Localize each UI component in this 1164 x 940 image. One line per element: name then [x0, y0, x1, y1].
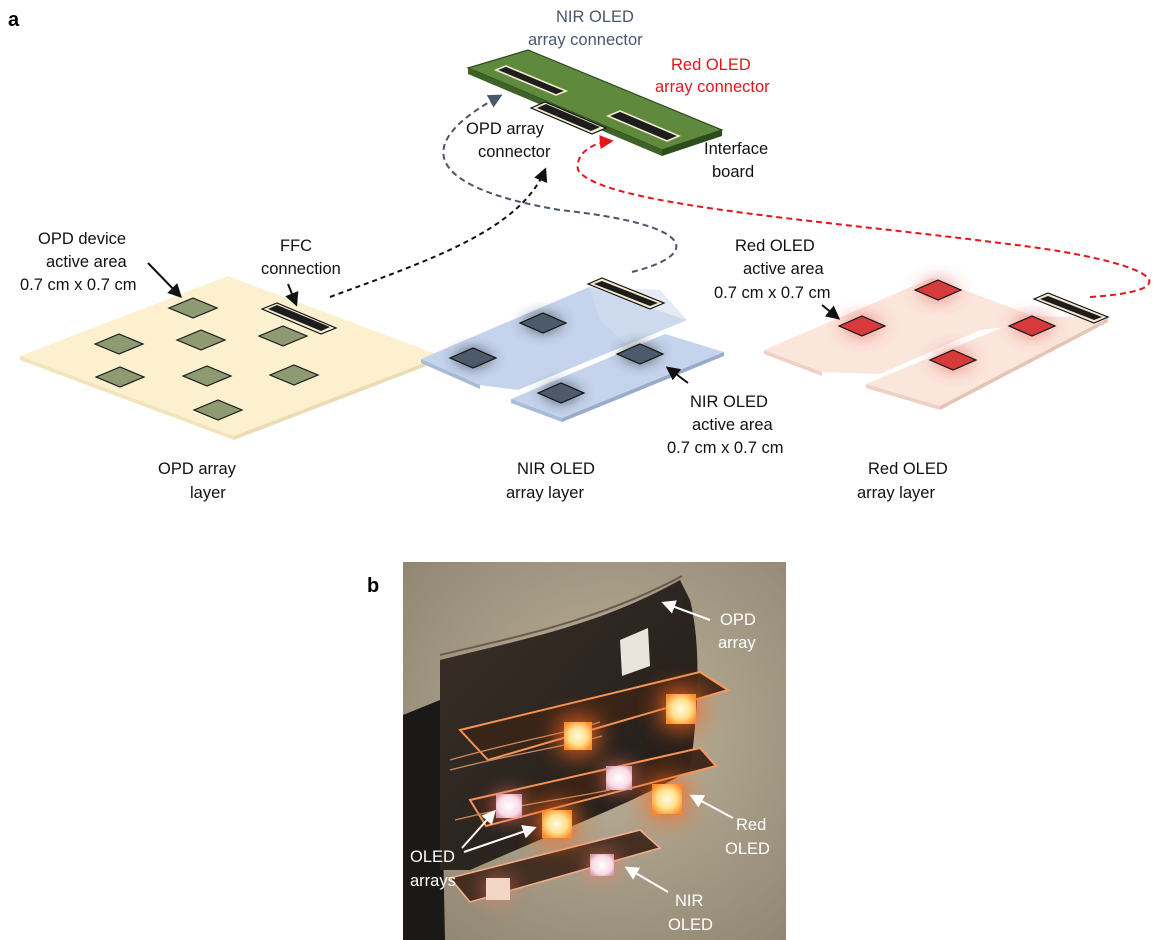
- red-oled-array-layer-label: Red OLED array layer: [857, 460, 952, 502]
- photo-nir-pointer: [624, 866, 669, 893]
- opd-pixel: [268, 364, 320, 386]
- opd-to-board-arrow: [329, 167, 548, 298]
- red-connector-on-board: [605, 110, 682, 142]
- red-pixel: [928, 349, 978, 371]
- nir-oled-array-layer-label: NIR OLED array layer: [506, 460, 600, 502]
- panel-label-a: a: [8, 9, 20, 31]
- red-pixel: [913, 279, 963, 301]
- photo-oled-arrays-label: OLED arrays: [410, 848, 460, 890]
- photo-oled-arrays-pointer-2: [463, 825, 537, 853]
- nir-oled-array-layer: [421, 277, 724, 422]
- photo-red-oled-pixel: [538, 806, 576, 842]
- opd-device-active-area-label: OPD device active area 0.7 cm x 0.7 cm: [20, 230, 136, 294]
- nir-to-board-arrow: [442, 94, 678, 273]
- photo-red-oled-label: Red OLED: [725, 816, 771, 858]
- device-photo: OPD array Red OLED OLED arrays NIR OLED: [403, 562, 786, 940]
- red-to-board-arrow: [576, 135, 1151, 298]
- nir-pixel: [615, 343, 665, 365]
- photo-red-oled-pixel: [662, 690, 700, 728]
- nir-oled-active-area-label: NIR OLED active area 0.7 cm x 0.7 cm: [667, 393, 783, 457]
- ffc-pointer: [285, 283, 299, 307]
- photo-red-oled-pixel: [648, 780, 686, 818]
- red-pixel: [1007, 315, 1057, 337]
- nir-pixel: [448, 347, 498, 369]
- opd-pixel: [167, 297, 219, 319]
- opd-pixel: [93, 333, 145, 355]
- photo-nir-oled-pixel: [588, 852, 616, 878]
- photo-nir-oled-label: NIR OLED: [668, 892, 713, 934]
- opd-array-layer-label: OPD array layer: [158, 460, 241, 502]
- nir-array-connector-label: NIR OLED array connector: [528, 8, 643, 49]
- red-area-pointer: [821, 304, 841, 320]
- opd-pixel: [257, 325, 309, 347]
- ffc-connection-label: FFC connection: [261, 237, 341, 278]
- opd-device-pointer: [147, 262, 182, 299]
- red-array-connector-label: Red OLED array connector: [655, 56, 770, 96]
- photo-nir-oled-pixel: [604, 764, 634, 792]
- nir-connector-on-board: [493, 65, 569, 96]
- interface-board-label: Interface board: [704, 140, 773, 181]
- nir-pixel: [536, 382, 586, 404]
- opd-array-layer: [20, 276, 442, 440]
- opd-pixel: [175, 329, 227, 351]
- photo-oled-arrays-pointer-1: [461, 809, 496, 849]
- nir-pixel: [518, 312, 568, 334]
- opd-connector-on-board: [529, 101, 608, 135]
- opd-pixel: [181, 365, 233, 387]
- opd-pixel: [192, 399, 244, 421]
- photo-red-oled-pixel: [560, 718, 596, 754]
- opd-array-connector-label: OPD array connector: [466, 120, 551, 161]
- interface-board: [466, 49, 724, 156]
- nir-area-pointer: [665, 366, 689, 384]
- photo-opd-array-label: OPD array: [718, 611, 760, 652]
- red-oled-active-area-label: Red OLED active area 0.7 cm x 0.7 cm: [714, 237, 830, 302]
- nir-ffc-connector: [586, 277, 666, 310]
- opd-ffc-connector: [260, 302, 338, 335]
- photo-red-pointer: [689, 794, 734, 819]
- red-ffc-connector: [1032, 292, 1110, 324]
- red-pixel: [837, 315, 887, 337]
- red-oled-array-layer: [764, 278, 1110, 410]
- opd-pixel: [94, 366, 146, 388]
- panel-label-b: b: [367, 575, 379, 597]
- photo-nir-oled-pixel: [494, 792, 524, 820]
- photo-nir-oled-pixel: [484, 876, 512, 902]
- photo-opd-pointer: [661, 600, 711, 621]
